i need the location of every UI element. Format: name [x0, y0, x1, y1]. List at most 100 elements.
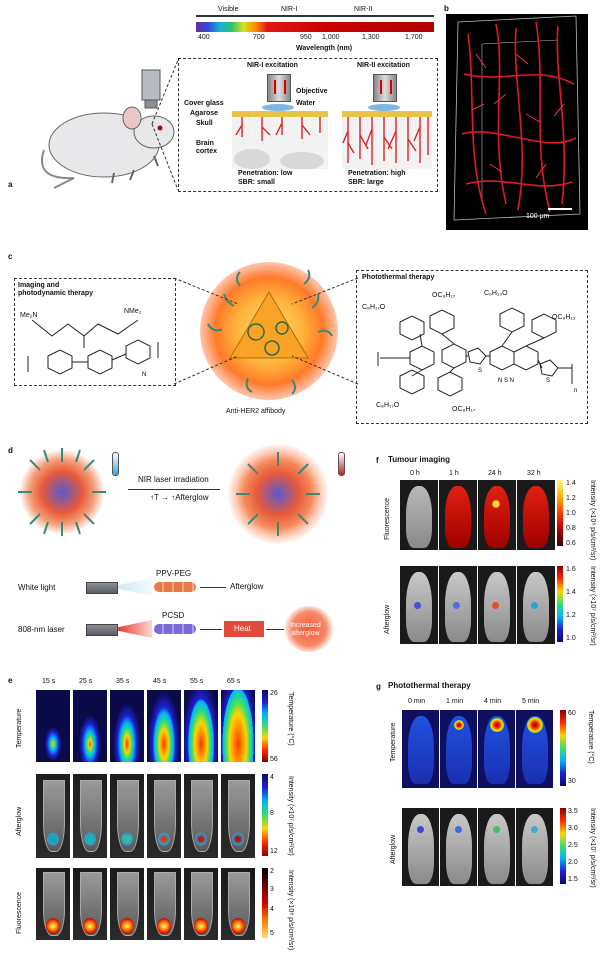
heat-label: Heat [234, 624, 251, 633]
wavelength-axis-title: Wavelength (nm) [296, 45, 353, 52]
g-mouse [484, 814, 510, 884]
panel-label-e: e [8, 676, 13, 685]
vasculature-3d-render [453, 15, 581, 221]
nme2-left: Me₂N [20, 312, 38, 319]
f-time-label: 32 h [527, 470, 541, 477]
f-mouse [484, 486, 510, 548]
laser-808-label: 808-nm laser [18, 625, 65, 634]
cover-glass-label: Cover glass [184, 100, 224, 107]
g-ag-colorbar [560, 808, 566, 884]
f-afterglow-spot [492, 602, 499, 609]
nir-laser-sub: ↑T → ↑Afterglow [150, 493, 209, 502]
f-afterglow-spot [414, 602, 421, 609]
g-hot-spot [454, 720, 464, 730]
e-temp-title: Temperature (°C) [287, 692, 294, 746]
g-hot-spot [527, 717, 543, 733]
f-tumour-spot [492, 500, 500, 508]
f-row-fluorescence: Fluorescence [384, 497, 391, 540]
g-ag-scale-label: 3.5 [568, 808, 578, 815]
g-afterglow-spot [531, 826, 538, 833]
f-ag-scale-label: 1.2 [566, 612, 576, 619]
zoom-box [178, 58, 438, 192]
sbr-small: SBR: small [238, 179, 275, 186]
f-afterglow-spot [531, 602, 538, 609]
water-drop-nir2 [368, 104, 400, 111]
f-mouse [445, 486, 471, 548]
e-fluorescence-spot [120, 918, 134, 934]
increased-afterglow-glow [284, 606, 334, 652]
f-title: Tumour imaging [388, 455, 451, 464]
e-time-label: 45 s [153, 678, 167, 685]
e-fl-title: Intensity (×10⁸ p/s/cm²/sr) [287, 870, 294, 951]
e-fl-scale-0: 2 [270, 868, 274, 875]
e-ag-title: Intensity (×10⁷ p/s/cm²/sr) [287, 776, 294, 856]
oc8h17-1: OC₈H₁₇ [432, 292, 456, 299]
e-fl-scale-1: 3 [270, 886, 274, 893]
e-temperature-tile [36, 690, 70, 762]
f-ag-scale-label: 1.6 [566, 566, 576, 573]
e-fluorescence-spot [194, 918, 208, 934]
e-afterglow-spot [121, 832, 133, 846]
panel-label-g: g [376, 682, 381, 691]
f-time-label: 0 h [410, 470, 420, 477]
f-ag-colorbar [557, 566, 563, 642]
g-mouse [408, 814, 434, 884]
e-fluorescence-spot [231, 918, 245, 934]
white-light-source [86, 582, 118, 594]
e-afterglow-spot [158, 832, 170, 846]
g-time-label: 1 min [446, 698, 464, 705]
nir2-title: NIR-II excitation [357, 62, 410, 69]
f-ag-scale-label: 1.0 [566, 635, 576, 642]
tick-1700: 1,700 [405, 34, 423, 41]
panel-label-b: b [444, 4, 449, 13]
penetration-low: Penetration: low [238, 170, 293, 177]
nme2-right: NMe₂ [124, 308, 142, 315]
c8h17o-1: C₈H₁₇O [362, 304, 386, 311]
g-ag-scale-label: 2.0 [568, 859, 578, 866]
e-ag-colorbar [262, 774, 268, 856]
g-title: Photothermal therapy [388, 681, 471, 690]
f-mouse [406, 486, 432, 548]
ppv-peg-label: PPV-PEG [156, 569, 192, 578]
photothermal-title: Photothermal therapy [362, 274, 435, 281]
e-row-afterglow: Afterglow [16, 806, 23, 836]
svg-text:S: S [478, 368, 482, 374]
vasculature-3d-image [446, 14, 588, 230]
g-row-temperature: Temperature [390, 722, 397, 762]
f-fl-scale-label: 1.4 [566, 480, 576, 487]
agarose-label: Agarose [190, 110, 219, 117]
heat-arrow [200, 629, 222, 630]
nir-laser-label: NIR laser irradiation [138, 475, 209, 484]
g-ag-scale-label: 2.5 [568, 842, 578, 849]
increased-afterglow-label: Increased afterglow [290, 622, 321, 637]
e-temperature-tile [184, 690, 218, 762]
g-row-afterglow: Afterglow [390, 834, 397, 864]
f-fl-title: Intensity (×10⁸ p/s/cm²/sr) [589, 480, 596, 561]
pcsd-label: PCSD [162, 611, 185, 620]
tick-400: 400 [198, 34, 210, 41]
f-fl-colorbar [557, 480, 563, 546]
e-temp-scale-min: 26 [270, 690, 278, 697]
oc6h13: OC₆H₁₃ [552, 314, 576, 321]
laser-arrows-nir1 [274, 80, 286, 94]
oc8h17-2: OC₈H₁₇ [452, 406, 476, 413]
e-fluorescence-spot [46, 918, 60, 934]
tick-950: 950 [300, 34, 312, 41]
white-light-beam [118, 578, 152, 596]
tick-1000: 1,000 [322, 34, 340, 41]
afterglow-arrow [200, 587, 226, 588]
e-temperature-tile [147, 690, 181, 762]
skull-layer-nir2 [342, 111, 432, 117]
pcsd-molecule [154, 624, 196, 634]
f-afterglow-spot [453, 602, 460, 609]
f-fl-scale-label: 1.0 [566, 510, 576, 517]
np-before-chains [18, 448, 106, 536]
panel-label-a: a [8, 180, 13, 189]
panel-label-f: f [376, 456, 379, 465]
g-temp-scale-min: 30 [568, 778, 576, 785]
e-afterglow-spot [232, 832, 244, 846]
f-time-label: 1 h [449, 470, 459, 477]
svg-text:N: N [142, 372, 146, 378]
nanoparticle-core [207, 269, 333, 395]
laser-arrows-nir2 [380, 80, 392, 94]
